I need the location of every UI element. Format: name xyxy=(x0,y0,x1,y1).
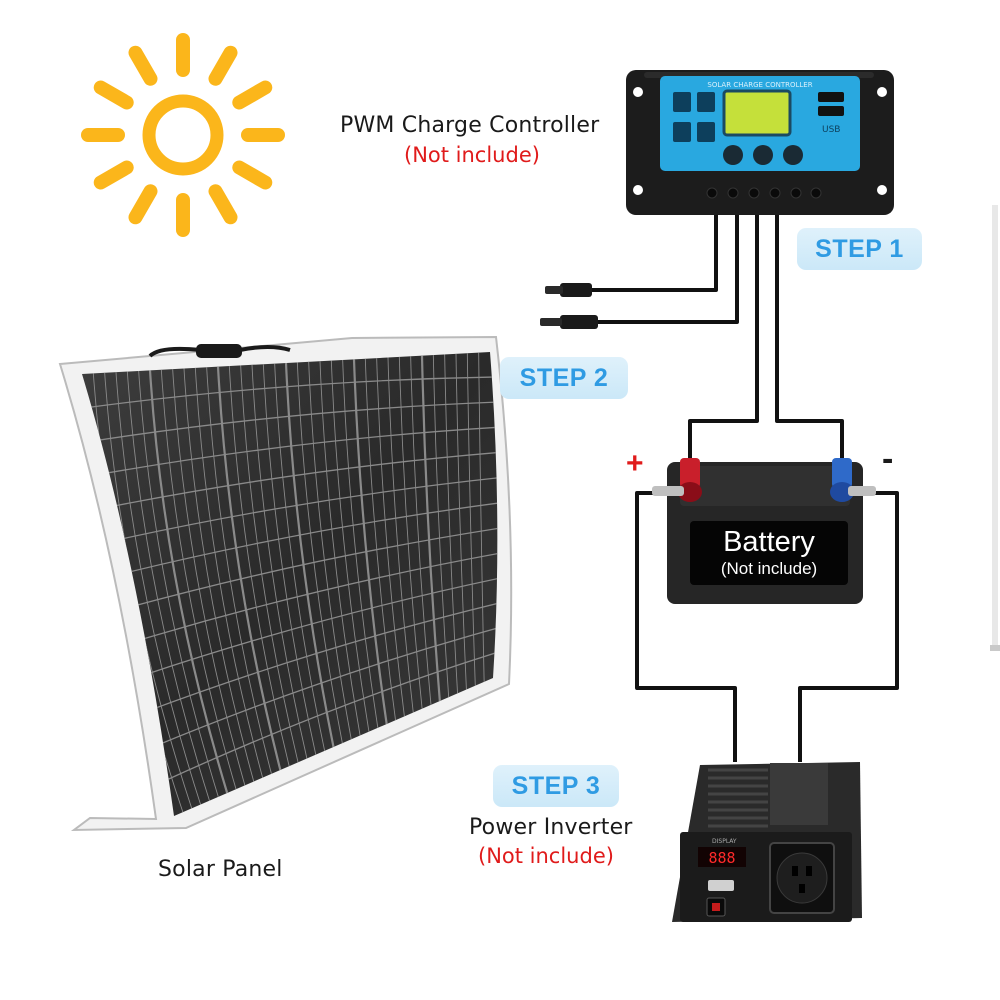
panel-name: Solar Panel xyxy=(158,857,283,882)
mc4-connector-2 xyxy=(540,315,598,329)
battery-note: (Not include) xyxy=(720,559,818,578)
wire-controller-to-battery-pos xyxy=(688,212,759,462)
battery-label: Battery (Not include) xyxy=(690,521,848,585)
mc4-connector-1 xyxy=(545,283,592,297)
battery-title: Battery xyxy=(723,526,815,558)
step-1-badge: STEP 1 xyxy=(797,228,922,270)
inverter-name: Power Inverter xyxy=(469,815,633,840)
inverter-note: (Not include) xyxy=(478,844,614,868)
wire-battery-to-inverter-neg xyxy=(798,491,899,762)
step-2-badge: STEP 2 xyxy=(500,357,628,399)
wire-controller-to-panel-2 xyxy=(595,212,739,324)
controller-name: PWM Charge Controller xyxy=(340,113,600,138)
battery-plus-sign: + xyxy=(626,447,644,480)
battery-minus-sign: - xyxy=(882,440,894,478)
controller-note: (Not include) xyxy=(404,143,540,167)
wire-controller-to-panel-1 xyxy=(590,212,718,292)
wire-controller-to-battery-neg xyxy=(775,212,844,462)
step-3-badge: STEP 3 xyxy=(493,765,619,807)
wire-battery-to-inverter-pos xyxy=(635,491,737,762)
